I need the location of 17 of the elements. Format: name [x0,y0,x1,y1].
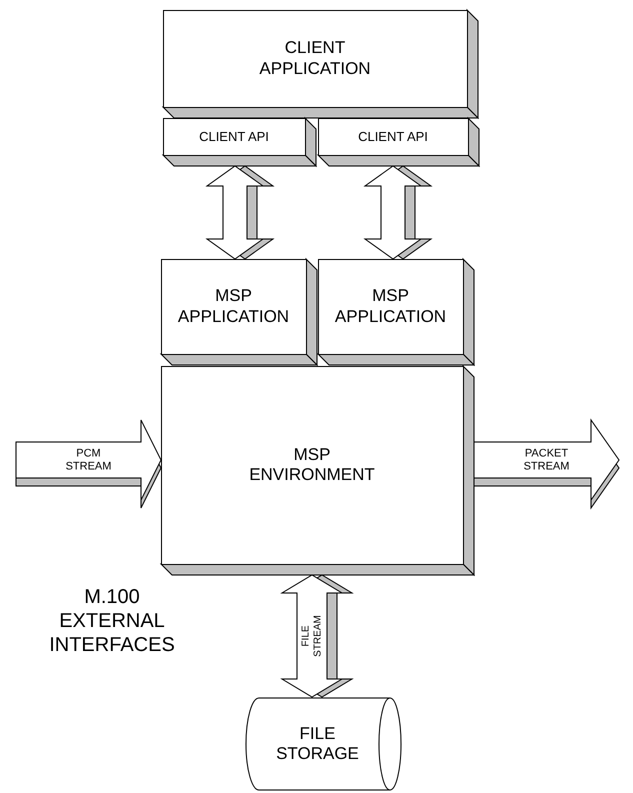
box-label: MSP APPLICATION [176,286,290,327]
edge-label: PCM STREAM [64,447,112,473]
box-label: FILE STORAGE [275,724,360,764]
block-arrow [205,165,275,260]
box-label: CLIENT API [199,128,269,144]
box-label: CLIENT API [358,128,428,144]
edge-label: FILE STREAM [300,614,324,659]
block-arrow [16,420,162,508]
block-arrow [474,418,620,510]
block-arrow [363,165,433,260]
box-label: MSP APPLICATION [334,286,448,327]
diagram-title: M.100 EXTERNAL INTERFACES [48,585,176,657]
storage-cylinder [245,697,402,791]
box-label: CLIENT APPLICATION [258,38,372,79]
box-label: MSP ENVIRONMENT [248,444,376,486]
block-arrow [280,574,354,698]
edge-label: PACKET STREAM [522,447,570,473]
